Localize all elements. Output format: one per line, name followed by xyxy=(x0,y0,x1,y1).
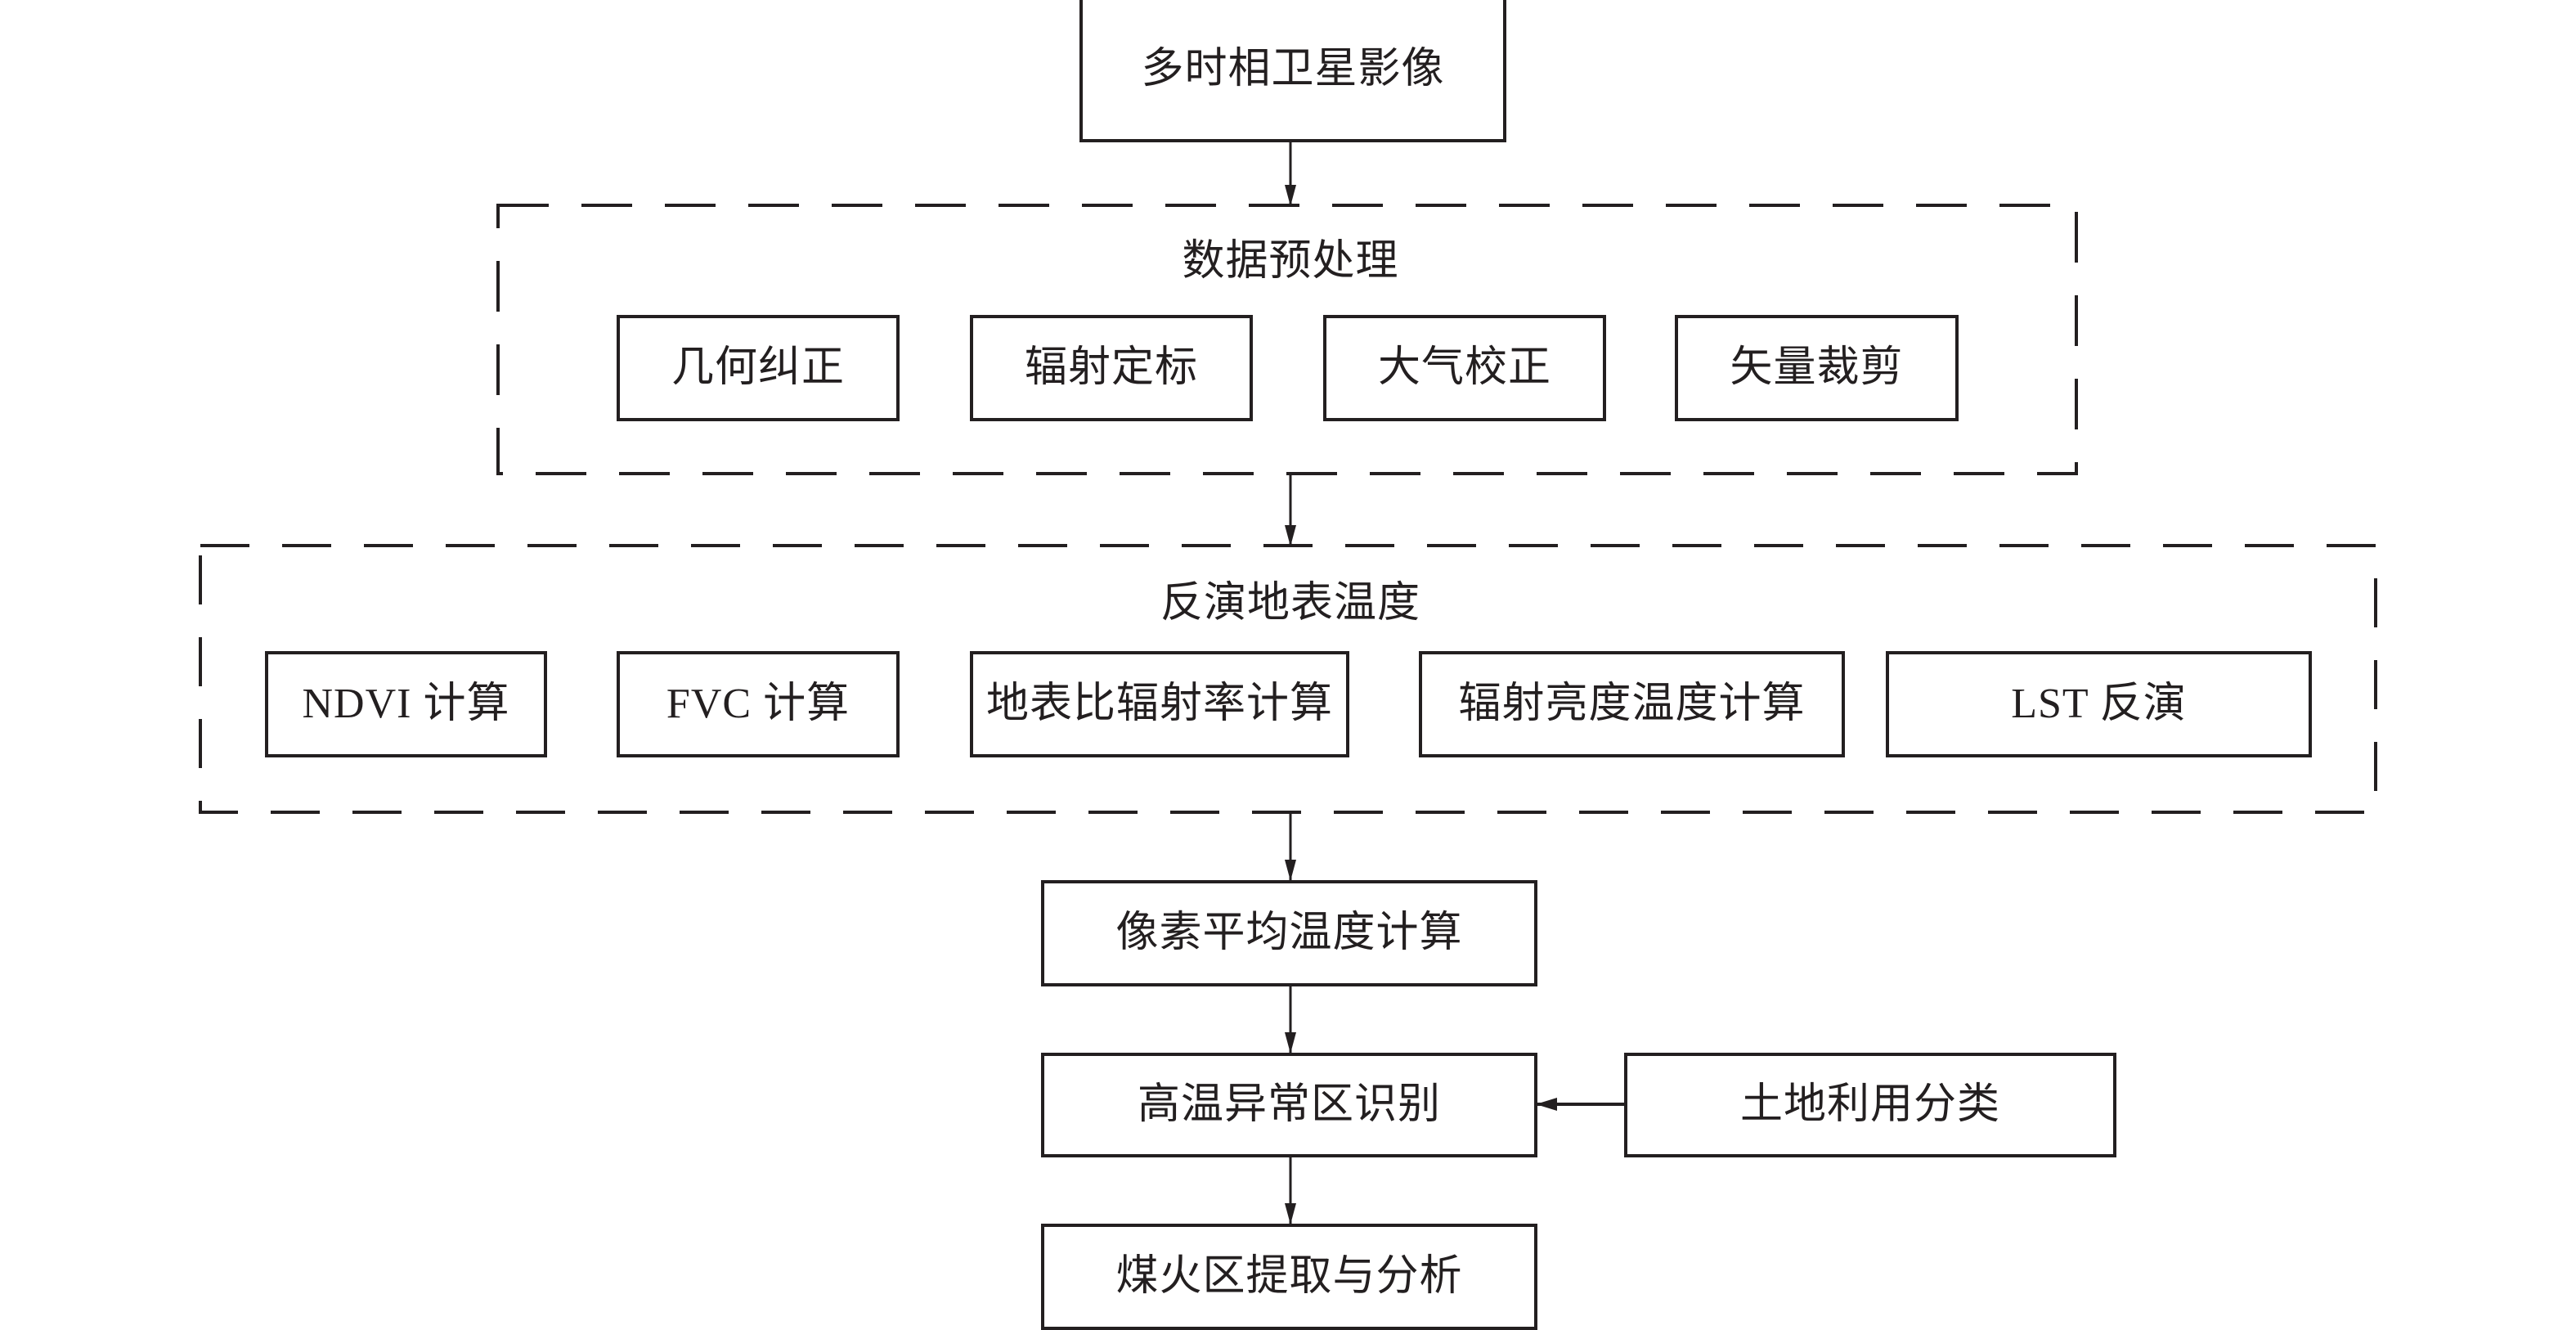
input-node: 多时相卫星影像 xyxy=(1079,0,1506,142)
landuse-node: 土地利用分类 xyxy=(1624,1053,2116,1157)
preprocessing-step-label: 几何纠正 xyxy=(671,344,845,391)
inversion-step-label: FVC 计算 xyxy=(666,681,850,727)
arrowhead-icon xyxy=(1285,860,1296,881)
inversion-group-frame xyxy=(199,544,2377,814)
landuse-node-label: 土地利用分类 xyxy=(1739,1081,2000,1128)
pixel-mean-node-label: 像素平均温度计算 xyxy=(1115,910,1463,956)
inversion-step: NDVI 计算 xyxy=(265,651,547,757)
arrowhead-icon xyxy=(1536,1098,1557,1111)
inversion-step: LST 反演 xyxy=(1886,651,2312,757)
inversion-step: 辐射亮度温度计算 xyxy=(1419,651,1845,757)
inversion-step-label: LST 反演 xyxy=(2011,681,2187,727)
preprocessing-group-frame xyxy=(496,204,2078,475)
pixel-mean-node: 像素平均温度计算 xyxy=(1041,880,1537,986)
preprocessing-group-title: 数据预处理 xyxy=(1182,238,1399,285)
arrowhead-icon xyxy=(1285,185,1296,206)
inversion-step: 地表比辐射率计算 xyxy=(970,651,1349,757)
inversion-step-label: 辐射亮度温度计算 xyxy=(1458,681,1806,727)
anomaly-node: 高温异常区识别 xyxy=(1041,1053,1537,1157)
arrowhead-icon xyxy=(1285,1203,1296,1224)
arrowhead-icon xyxy=(1285,1032,1296,1054)
output-node: 煤火区提取与分析 xyxy=(1041,1224,1537,1330)
preprocessing-step: 几何纠正 xyxy=(617,315,900,421)
inversion-step-label: NDVI 计算 xyxy=(302,681,510,727)
output-node-label: 煤火区提取与分析 xyxy=(1115,1253,1463,1300)
inversion-step: FVC 计算 xyxy=(617,651,900,757)
preprocessing-step-label: 矢量裁剪 xyxy=(1730,344,1904,391)
input-node-label: 多时相卫星影像 xyxy=(1141,46,1445,92)
preprocessing-step-label: 辐射定标 xyxy=(1024,344,1198,391)
arrowhead-icon xyxy=(1285,525,1296,546)
anomaly-node-label: 高温异常区识别 xyxy=(1137,1081,1441,1128)
preprocessing-step: 矢量裁剪 xyxy=(1675,315,1959,421)
preprocessing-step: 辐射定标 xyxy=(970,315,1253,421)
preprocessing-step-label: 大气校正 xyxy=(1377,344,1551,391)
inversion-step-label: 地表比辐射率计算 xyxy=(985,681,1333,727)
preprocessing-step: 大气校正 xyxy=(1323,315,1606,421)
inversion-group-title: 反演地表温度 xyxy=(1160,580,1421,627)
